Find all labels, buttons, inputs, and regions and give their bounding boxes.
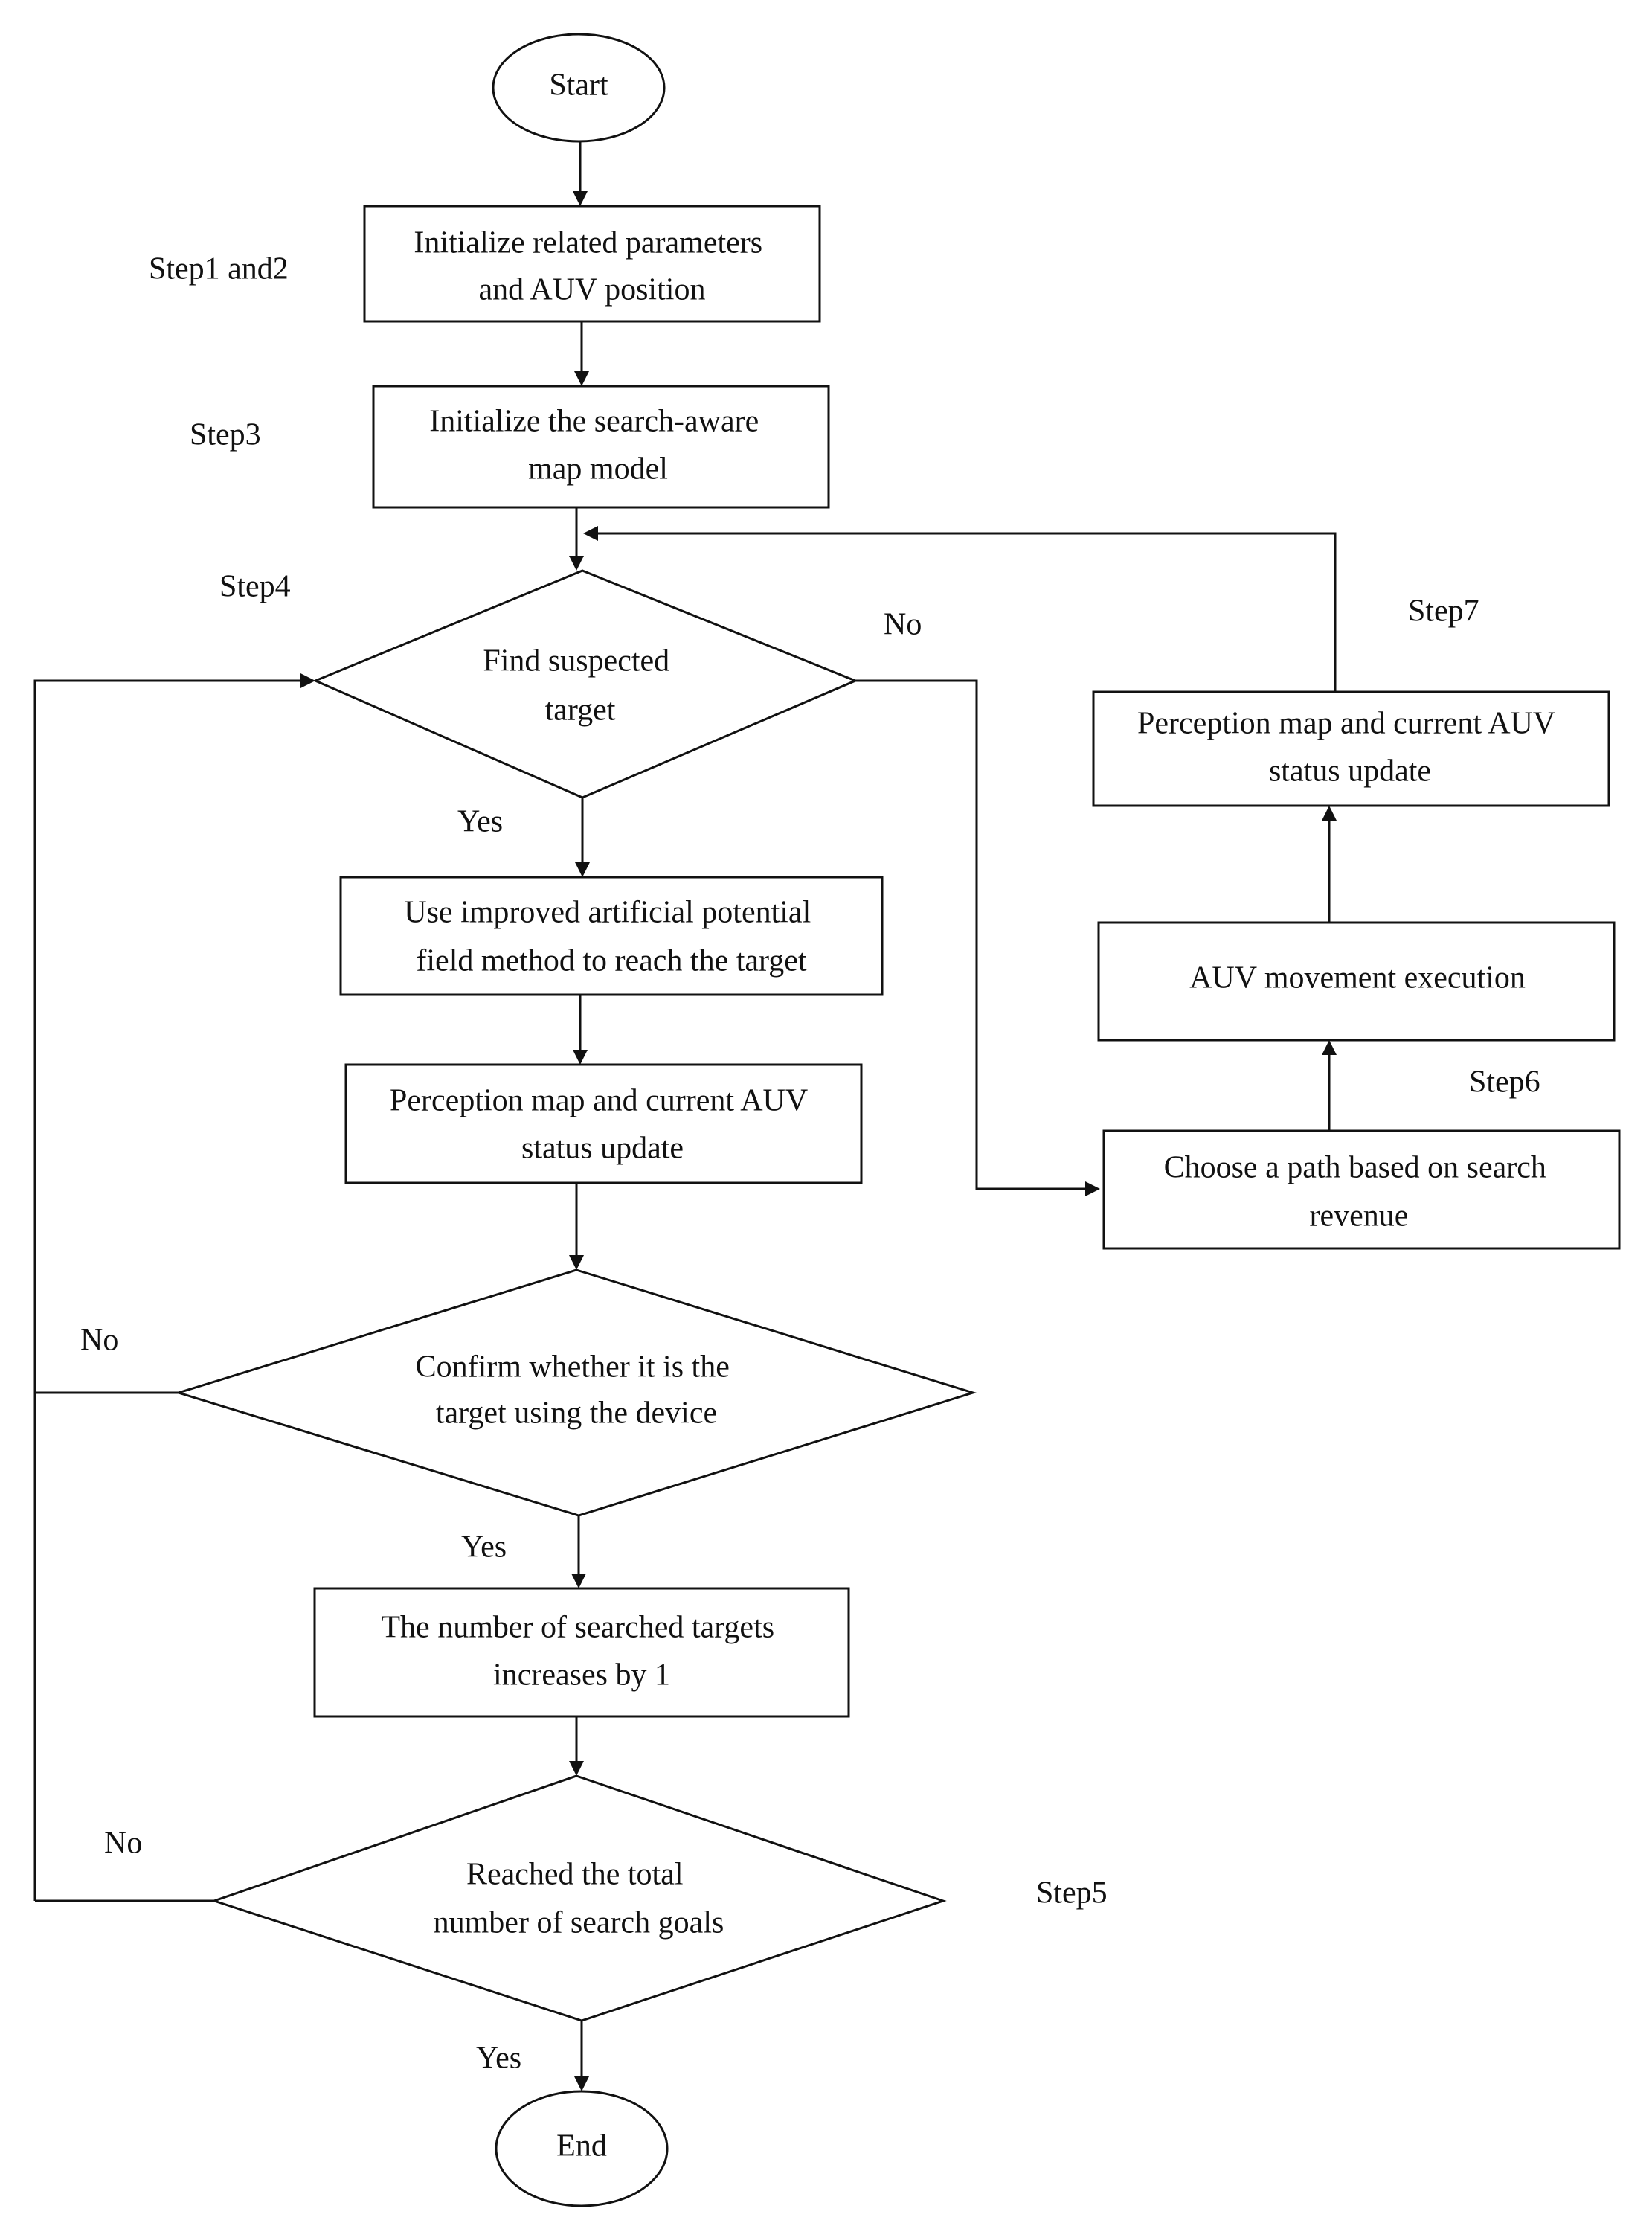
update-left-line-2: status update <box>521 1132 684 1166</box>
reached-yes-label: Yes <box>476 2041 521 2076</box>
reached-no-label: No <box>104 1826 142 1861</box>
reached-line-2: number of search goals <box>434 1906 724 1940</box>
arrowhead-icon <box>573 1050 588 1065</box>
count-line-1: The number of searched targets <box>381 1611 774 1645</box>
choose-path-text: Choose a path based on search revenue <box>1164 1144 1555 1234</box>
update-left-line-1: Perception map and current AUV <box>390 1084 808 1118</box>
movement-label: AUV movement execution <box>1189 961 1526 995</box>
confirm-decision: Confirm whether it is the target using t… <box>174 1268 977 1517</box>
init-params-box <box>363 205 821 323</box>
choose-path-line-1: Choose a path based on search <box>1164 1151 1546 1185</box>
update-right-text: Perception map and current AUV status up… <box>1137 699 1563 789</box>
find-target-text: Find suspected target <box>483 637 677 728</box>
find-yes-label: Yes <box>457 805 503 839</box>
arrowhead-icon <box>1322 1040 1337 1055</box>
update-left-process: Perception map and current AUV status up… <box>344 1063 863 1184</box>
arrowhead-icon <box>569 1255 584 1270</box>
step-7-label: Step7 <box>1408 594 1479 629</box>
count-box <box>313 1587 850 1718</box>
apf-process: Use improved artificial potential field … <box>339 876 884 996</box>
arrowhead-icon <box>573 191 588 206</box>
reached-diamond <box>210 1774 947 2022</box>
confirm-diamond <box>174 1268 977 1517</box>
init-map-line-2: map model <box>528 452 668 487</box>
init-params-process: Initialize related parameters and AUV po… <box>363 205 821 323</box>
update-right-line-1: Perception map and current AUV <box>1137 707 1555 741</box>
loop-left-return <box>33 679 301 1901</box>
confirm-no-label: No <box>80 1324 118 1358</box>
end-label: End <box>556 2129 607 2164</box>
init-map-line-1: Initialize the search-aware <box>429 405 759 439</box>
init-map-text: Initialize the search-aware map model <box>429 397 767 487</box>
movement-process: AUV movement execution <box>1097 921 1616 1042</box>
apf-line-1: Use improved artificial potential <box>404 896 811 930</box>
find-no-label: No <box>884 608 922 642</box>
reached-text: Reached the total number of search goals <box>434 1850 724 1940</box>
end-ellipse <box>495 2090 669 2207</box>
step-5-label: Step5 <box>1036 1876 1108 1911</box>
arrowhead-icon <box>300 673 315 688</box>
reached-decision: Reached the total number of search goals <box>210 1774 947 2022</box>
arrowhead-icon <box>1322 806 1337 821</box>
init-map-box <box>372 385 830 509</box>
connectors <box>33 141 1337 2091</box>
confirm-yes-label: Yes <box>461 1530 507 1565</box>
start-label: Start <box>549 68 608 103</box>
start-terminator: Start <box>492 33 666 143</box>
loop-step7-feedback <box>597 532 1337 692</box>
movement-box <box>1097 921 1616 1042</box>
choose-path-process: Choose a path based on search revenue <box>1102 1129 1621 1250</box>
arrowhead-icon <box>574 371 589 386</box>
find-target-decision: Find suspected target <box>312 569 858 799</box>
count-line-2: increases by 1 <box>493 1658 670 1693</box>
step-3-label: Step3 <box>190 418 261 452</box>
apf-line-2: field method to reach the target <box>416 944 807 978</box>
step-labels: Step1 and2 Step3 Step4 Step5 Step6 Step7 <box>149 252 1540 1911</box>
arrow-find-no <box>855 679 1086 1190</box>
update-left-text: Perception map and current AUV status up… <box>390 1077 815 1166</box>
apf-box <box>339 876 884 996</box>
arrowhead-icon <box>571 1574 586 1588</box>
init-params-text: Initialize related parameters and AUV po… <box>414 219 770 307</box>
update-right-line-2: status update <box>1269 754 1431 789</box>
step-6-label: Step6 <box>1469 1065 1540 1100</box>
apf-text: Use improved artificial potential field … <box>404 888 818 978</box>
step-4-label: Step4 <box>219 570 291 604</box>
arrowhead-icon <box>569 1761 584 1776</box>
arrowhead-icon <box>1085 1181 1100 1196</box>
branch-labels: No Yes No Yes No Yes <box>80 608 922 2076</box>
confirm-line-1: Confirm whether it is the <box>416 1350 730 1385</box>
find-target-line-2: target <box>545 693 616 728</box>
start-ellipse <box>492 33 666 143</box>
arrowhead-icon <box>575 862 590 877</box>
find-target-line-1: Find suspected <box>483 644 669 679</box>
update-right-process: Perception map and current AUV status up… <box>1092 690 1610 807</box>
arrowhead-icon <box>569 556 584 571</box>
step-1-2-label: Step1 and2 <box>149 252 289 286</box>
init-params-line-1: Initialize related parameters <box>414 226 762 260</box>
arrowhead-icon <box>583 526 598 541</box>
count-process: The number of searched targets increases… <box>313 1587 850 1718</box>
find-target-diamond <box>312 569 858 799</box>
update-left-box <box>344 1063 863 1184</box>
end-terminator: End <box>495 2090 669 2207</box>
count-text: The number of searched targets increases… <box>381 1603 782 1693</box>
init-map-process: Initialize the search-aware map model <box>372 385 830 509</box>
choose-path-line-2: revenue <box>1310 1199 1409 1234</box>
choose-path-box <box>1102 1129 1621 1250</box>
init-params-line-2: and AUV position <box>479 273 706 307</box>
update-right-box <box>1092 690 1610 807</box>
reached-line-1: Reached the total <box>466 1858 684 1892</box>
confirm-text: Confirm whether it is the target using t… <box>416 1343 738 1431</box>
arrowhead-icon <box>574 2076 589 2091</box>
confirm-line-2: target using the device <box>436 1396 717 1431</box>
